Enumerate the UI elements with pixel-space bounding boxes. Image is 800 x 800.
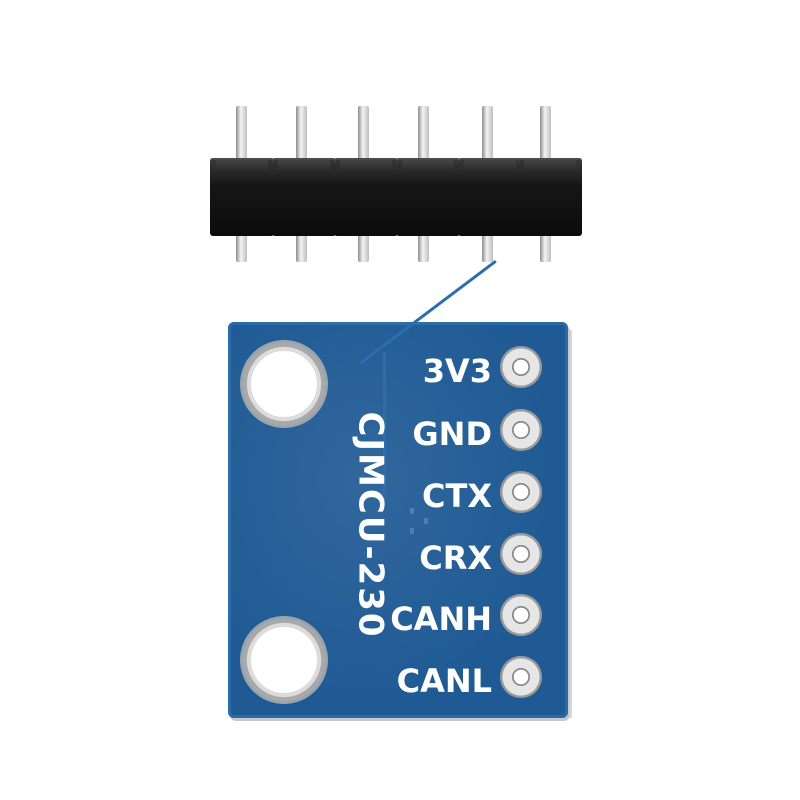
header-pin-top	[296, 106, 307, 164]
pin-row-3v3: 3V3	[390, 346, 562, 392]
header-pin-top	[418, 106, 429, 164]
header-housing	[334, 158, 398, 236]
header-pin-bottom	[296, 218, 307, 262]
solder-pad	[500, 346, 542, 388]
pin-row-canl: CANL	[390, 656, 562, 702]
header-pin-bottom	[236, 218, 247, 262]
solder-pad	[500, 594, 542, 636]
pin-row-canh: CANH	[390, 594, 562, 640]
solder-pad	[500, 409, 542, 451]
pin-row-crx: CRX	[390, 533, 562, 579]
smd-mark	[424, 518, 428, 524]
solder-pad	[500, 471, 542, 513]
pin-header	[210, 100, 590, 270]
header-pin-bottom	[482, 218, 493, 262]
smd-mark	[410, 528, 414, 534]
board-name: CJMCU-230	[351, 411, 391, 639]
pin-label: CANH	[390, 600, 492, 638]
pin-row-ctx: CTX	[390, 471, 562, 517]
pin-label: CTX	[422, 477, 492, 515]
header-housing	[210, 158, 274, 236]
header-pin-top	[358, 106, 369, 164]
header-pin-top	[482, 106, 493, 164]
header-pin-top	[540, 106, 551, 164]
board-name-silkscreen: CJMCU-230	[346, 400, 396, 650]
solder-pad	[500, 656, 542, 698]
pin-label: 3V3	[422, 352, 492, 390]
header-housing	[458, 158, 522, 236]
mounting-hole	[242, 342, 326, 426]
board-edge	[566, 330, 572, 718]
pin-label: CRX	[419, 539, 492, 577]
pcb-trace	[383, 352, 386, 502]
mounting-hole	[242, 618, 326, 702]
header-housing	[272, 158, 336, 236]
header-pin-bottom	[540, 218, 551, 262]
pin-row-gnd: GND	[390, 409, 562, 455]
header-pin-top	[236, 106, 247, 164]
pin-label: CANL	[396, 662, 492, 700]
pin-label: GND	[412, 415, 492, 453]
header-housing	[396, 158, 460, 236]
solder-pad	[500, 533, 542, 575]
header-pin-bottom	[418, 218, 429, 262]
header-housing	[518, 158, 582, 236]
smd-mark	[410, 508, 414, 514]
header-pin-bottom	[358, 218, 369, 262]
